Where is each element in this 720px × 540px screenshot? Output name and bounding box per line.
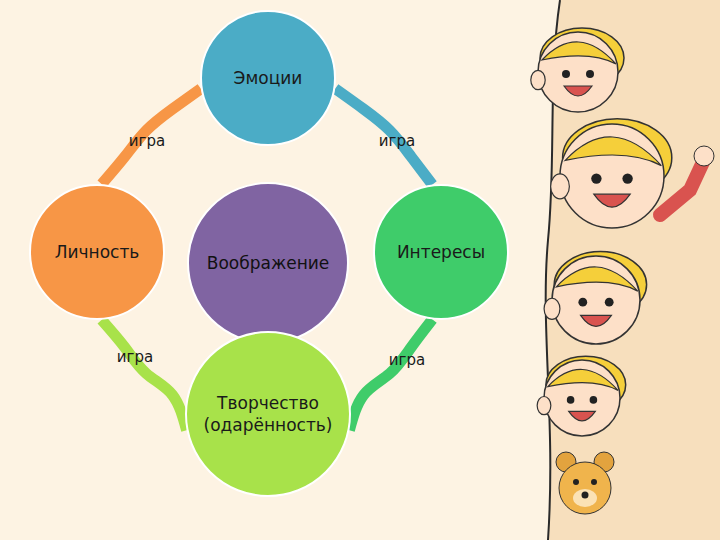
circle-outline	[185, 331, 351, 497]
kid-face	[531, 28, 624, 112]
edge-label: игра	[379, 132, 415, 150]
circle-label: Интересы	[397, 241, 485, 263]
edge-label: игра	[389, 351, 425, 369]
circle-shape	[374, 185, 508, 319]
ring-arc	[335, 89, 432, 185]
ring-arc	[102, 320, 187, 430]
kid-face	[544, 252, 647, 344]
kid-face	[551, 119, 714, 228]
concept-circle: Творчество (одарённость)	[185, 331, 351, 497]
circle-label: Творчество (одарённость)	[203, 392, 332, 436]
ring-arc	[349, 319, 432, 430]
circle-content: Воображение	[187, 182, 349, 344]
concept-circle: Интересы	[373, 184, 509, 320]
circle-content: Творчество (одарённость)	[185, 331, 351, 497]
concept-circle: Личность	[29, 184, 165, 320]
circle-label: Воображение	[207, 252, 330, 274]
concept-circle: Эмоции	[200, 10, 336, 146]
circle-shape	[186, 332, 350, 496]
circle-content: Интересы	[373, 184, 509, 320]
circle-content: Личность	[29, 184, 165, 320]
ring-arc	[102, 89, 201, 185]
circle-label: Эмоции	[234, 67, 303, 89]
circle-label: Личность	[55, 241, 140, 263]
circle-shape	[201, 11, 335, 145]
edge-label: игра	[129, 132, 165, 150]
circle-content: Эмоции	[200, 10, 336, 146]
teddy-bear	[556, 452, 614, 514]
circle-shape	[30, 185, 164, 319]
edge-label: игра	[117, 348, 153, 366]
kid-face	[537, 356, 626, 436]
circle-shape	[188, 183, 348, 343]
center-circle: Воображение	[187, 182, 349, 344]
kid-faces	[531, 28, 714, 514]
